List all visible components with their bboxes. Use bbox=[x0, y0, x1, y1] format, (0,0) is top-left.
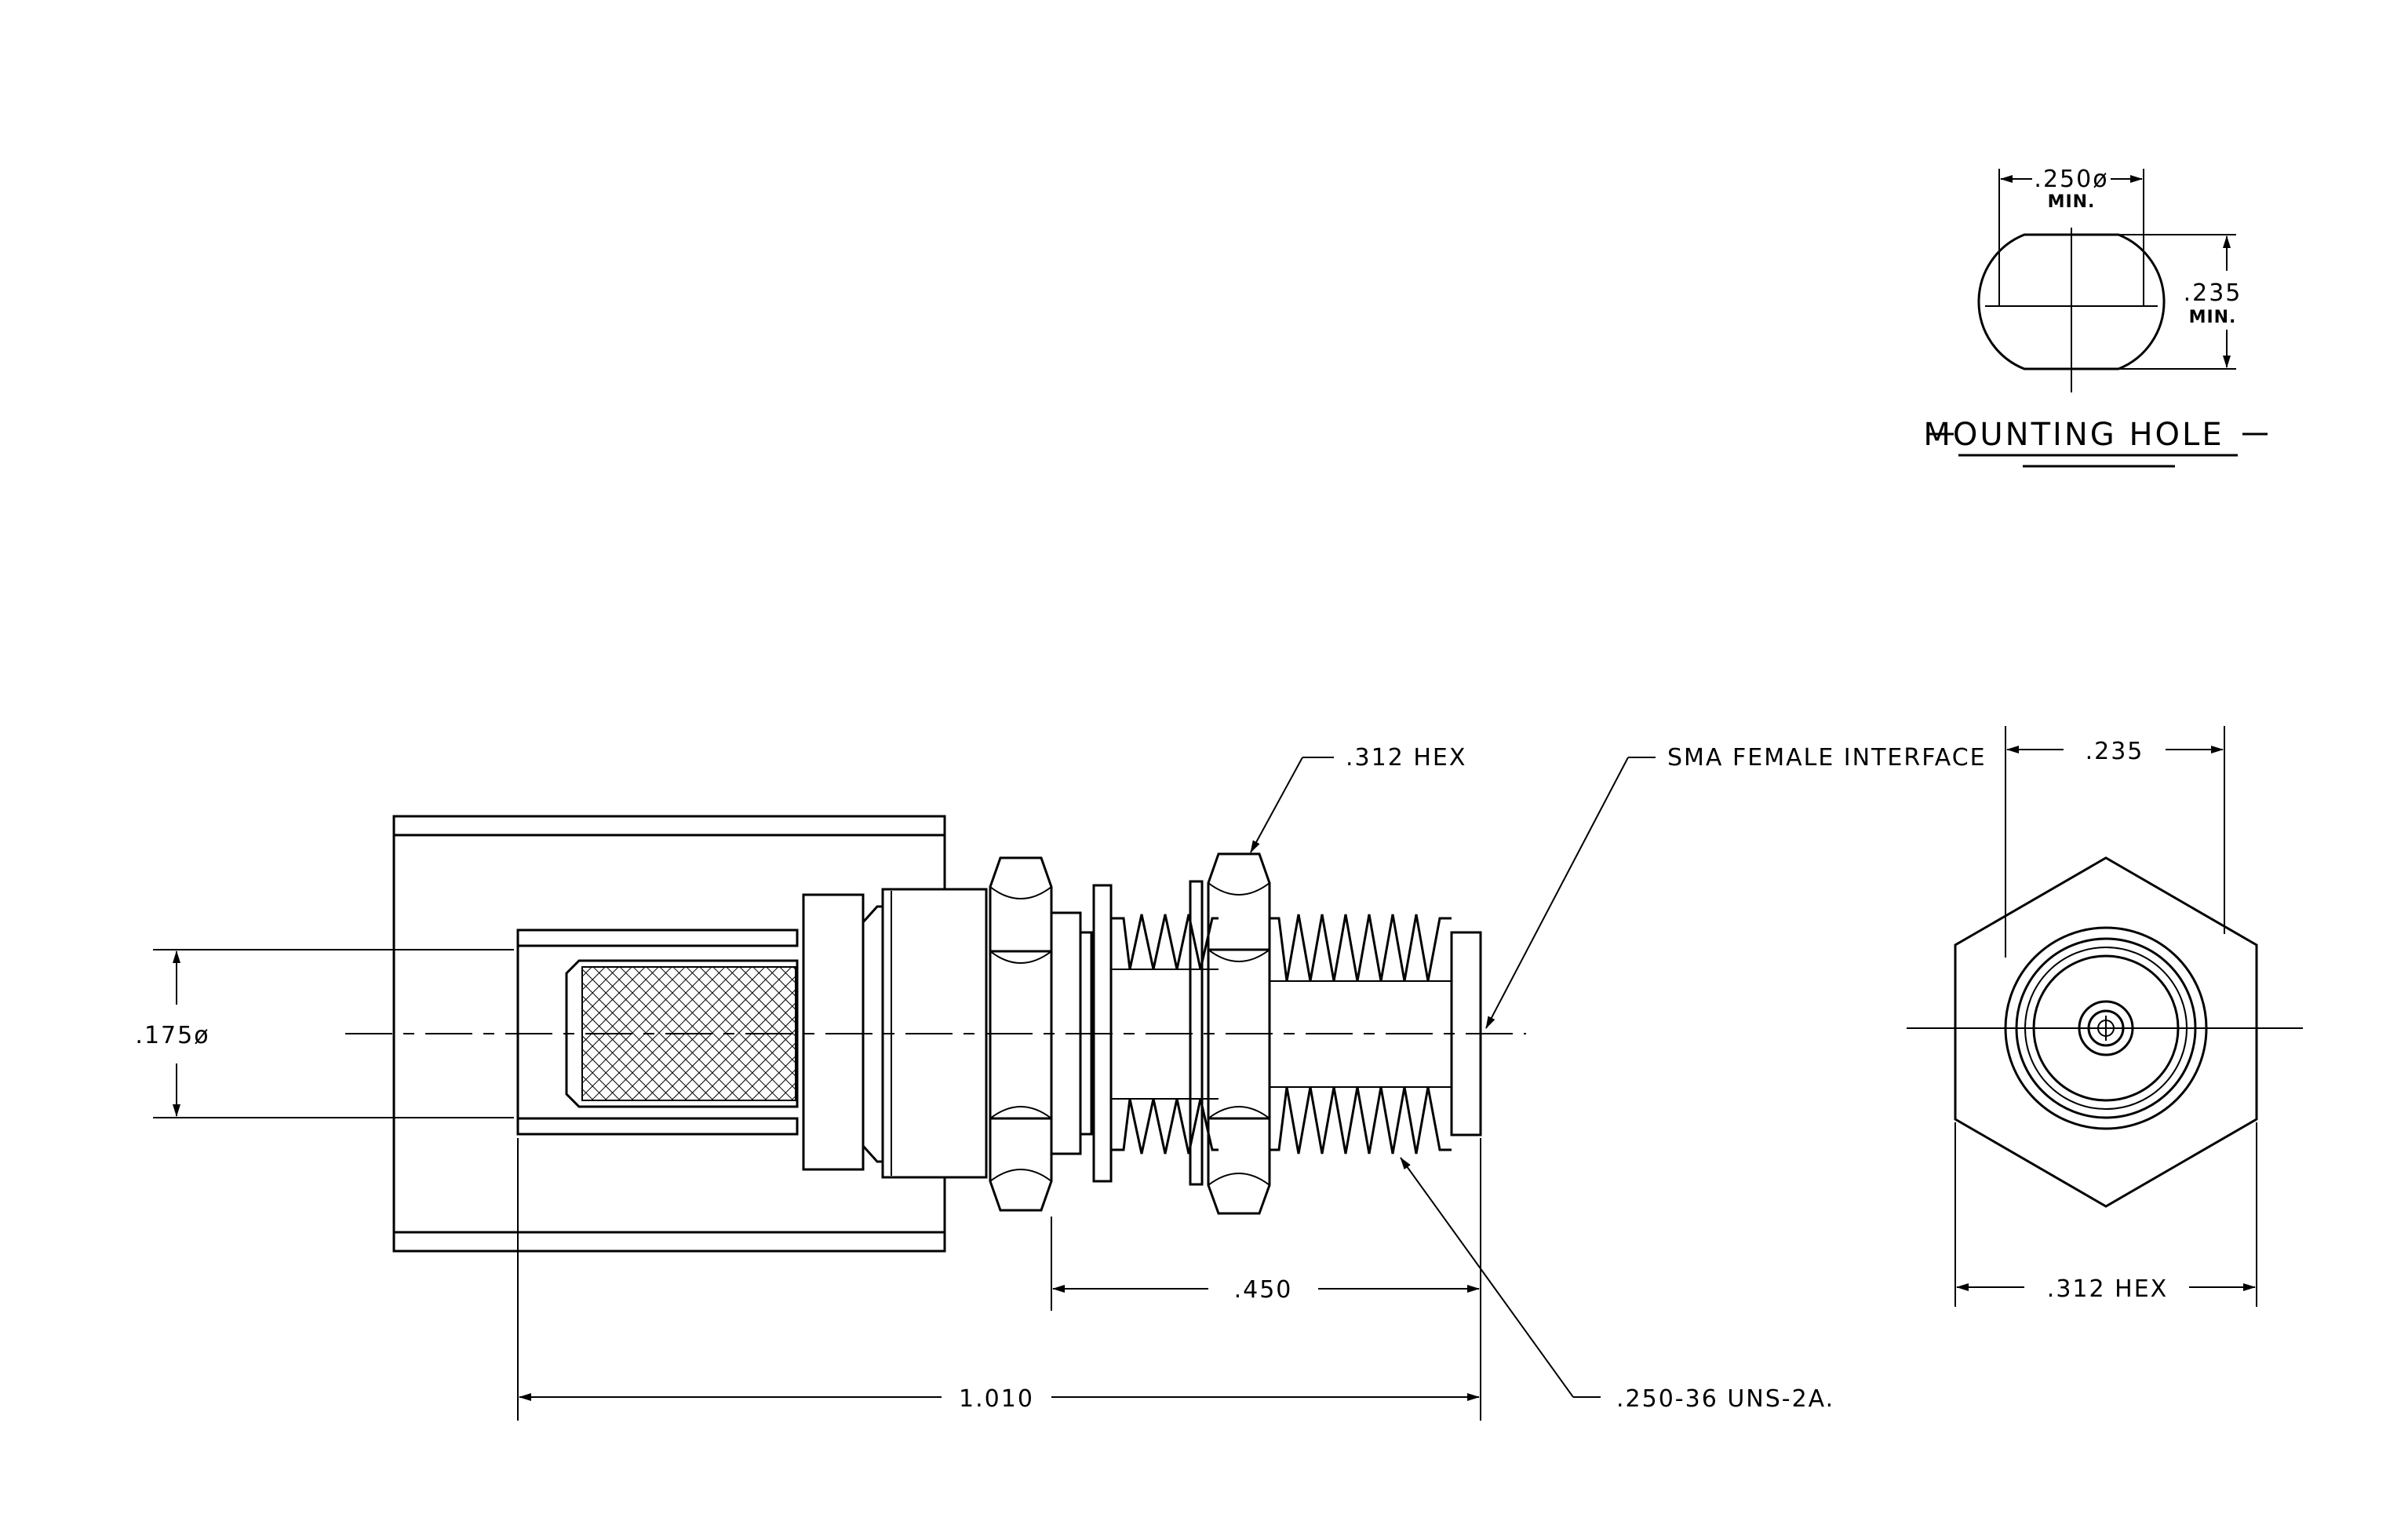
thread-spec-label: .250-36 UNS-2A. bbox=[1616, 1385, 1834, 1413]
mounting-hole-title: MOUNTING HOLE bbox=[1923, 417, 2224, 453]
interface-label: SMA FEMALE INTERFACE bbox=[1667, 744, 1987, 772]
sleeve-bottom-wall bbox=[392, 1231, 946, 1253]
cable-diameter-label: .175ø bbox=[135, 1022, 209, 1049]
end-contact bbox=[2087, 1009, 2125, 1047]
hex-leader-arrow bbox=[1250, 757, 1303, 853]
end-bore bbox=[2032, 954, 2180, 1102]
panel-nut-chamfers bbox=[1208, 882, 1270, 1186]
hex-label: .312 HEX bbox=[1346, 744, 1466, 772]
ferrule-bottom-wall bbox=[516, 1117, 799, 1136]
overall-length-label: 1.010 bbox=[959, 1385, 1034, 1413]
interface-face bbox=[1450, 931, 1482, 1136]
ferrule-top-wall bbox=[516, 928, 799, 947]
end-hex-outline bbox=[1954, 856, 2258, 1208]
interface-leader-arrow bbox=[1485, 757, 1629, 1029]
end-thread-minor bbox=[2024, 947, 2188, 1110]
body-main bbox=[881, 888, 988, 1179]
mounting-hole-diameter: .250ø bbox=[2034, 166, 2108, 193]
end-hex-label: .312 HEX bbox=[2047, 1275, 2168, 1303]
end-view: .235 .312 HEX bbox=[1907, 726, 2303, 1307]
sleeve-top-wall bbox=[392, 815, 946, 837]
end-flat-label: .235 bbox=[2086, 738, 2144, 765]
lock-washer bbox=[1092, 884, 1113, 1183]
mounting-hole-flat-note: MIN. bbox=[2189, 308, 2237, 327]
end-dielectric bbox=[2078, 1000, 2134, 1056]
mounting-hole-flat: .235 bbox=[2184, 279, 2242, 307]
cable-braid bbox=[581, 966, 796, 1101]
mounting-hole-view: .250ø MIN. .235 MIN. MOUNTING HOLE bbox=[1923, 166, 2268, 468]
side-view: .175ø .450 1.010 .312 HEX SMA FEMALE INT… bbox=[135, 744, 1987, 1421]
thread-spec-leader-arrow bbox=[1400, 1157, 1574, 1398]
panel-nut-flange bbox=[1189, 880, 1204, 1186]
thread-top-left bbox=[1111, 914, 1219, 970]
body-collar bbox=[802, 893, 865, 1171]
mounting-hole-diameter-note: MIN. bbox=[2048, 192, 2096, 212]
cable-outline bbox=[565, 959, 799, 1108]
thread-length-label: .450 bbox=[1234, 1276, 1293, 1304]
body-hex-chamfers bbox=[989, 886, 1052, 1182]
thread-bottom-right bbox=[1270, 1086, 1452, 1155]
thread-bottom-left bbox=[1111, 1098, 1219, 1155]
end-thread-major bbox=[2015, 937, 2197, 1119]
neck-step bbox=[1079, 931, 1093, 1136]
thread-top-right bbox=[1270, 914, 1452, 982]
end-flange-circle bbox=[2004, 926, 2208, 1130]
